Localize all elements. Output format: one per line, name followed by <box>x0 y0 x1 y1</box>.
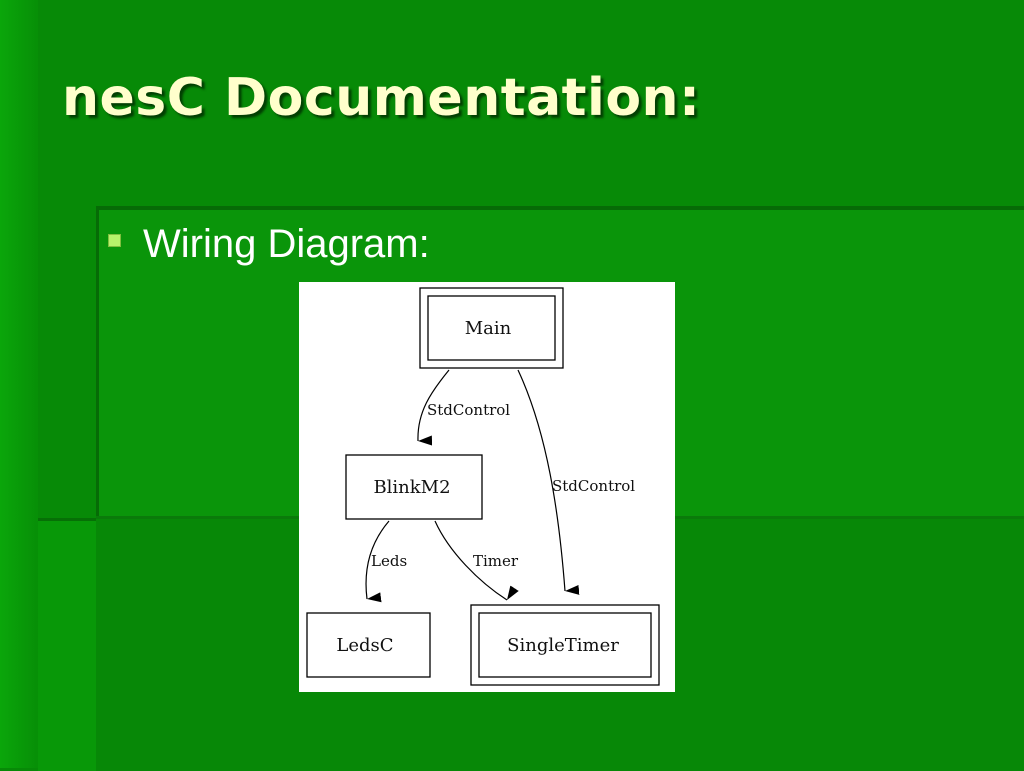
edge-main-blinkm2-label: StdControl <box>427 401 510 419</box>
wiring-diagram-svg: Main BlinkM2 LedsC SingleTimer StdContro… <box>306 287 660 686</box>
node-blinkm2-label: BlinkM2 <box>373 477 450 498</box>
node-main: Main <box>419 287 564 369</box>
background-left-strip <box>0 0 38 768</box>
node-ledsc-border <box>306 612 431 678</box>
node-ledsc-label: LedsC <box>336 635 393 656</box>
edge-blinkm2-singletimer <box>434 520 519 601</box>
node-blinkm2-border <box>345 454 483 520</box>
edge-blinkm2-ledsc-label: Leds <box>371 552 407 570</box>
node-main-label: Main <box>465 318 512 339</box>
bullet-item: Wiring Diagram: <box>108 224 430 264</box>
node-singletimer-label: SingleTimer <box>507 635 619 656</box>
node-main-inner-border <box>427 295 556 361</box>
edge-main-blinkm2 <box>417 369 450 446</box>
edge-blinkm2-singletimer-label: Timer <box>473 552 519 570</box>
wiring-diagram: Main BlinkM2 LedsC SingleTimer StdContro… <box>299 282 675 692</box>
edge-main-singletimer-label: StdControl <box>552 477 635 495</box>
node-singletimer: SingleTimer <box>470 604 660 686</box>
bullet-text: Wiring Diagram: <box>143 222 430 266</box>
edge-main-singletimer <box>517 369 580 595</box>
background-lower-left-panel <box>38 518 96 771</box>
node-ledsc: LedsC <box>306 612 431 678</box>
slide-title: nesC Documentation: <box>62 68 701 128</box>
node-singletimer-inner-border <box>478 612 652 678</box>
node-blinkm2: BlinkM2 <box>345 454 483 520</box>
edge-blinkm2-ledsc <box>365 520 390 603</box>
square-bullet-icon <box>108 233 121 247</box>
background-top <box>0 0 1024 206</box>
node-singletimer-outer-border <box>470 604 660 686</box>
node-main-outer-border <box>419 287 564 369</box>
